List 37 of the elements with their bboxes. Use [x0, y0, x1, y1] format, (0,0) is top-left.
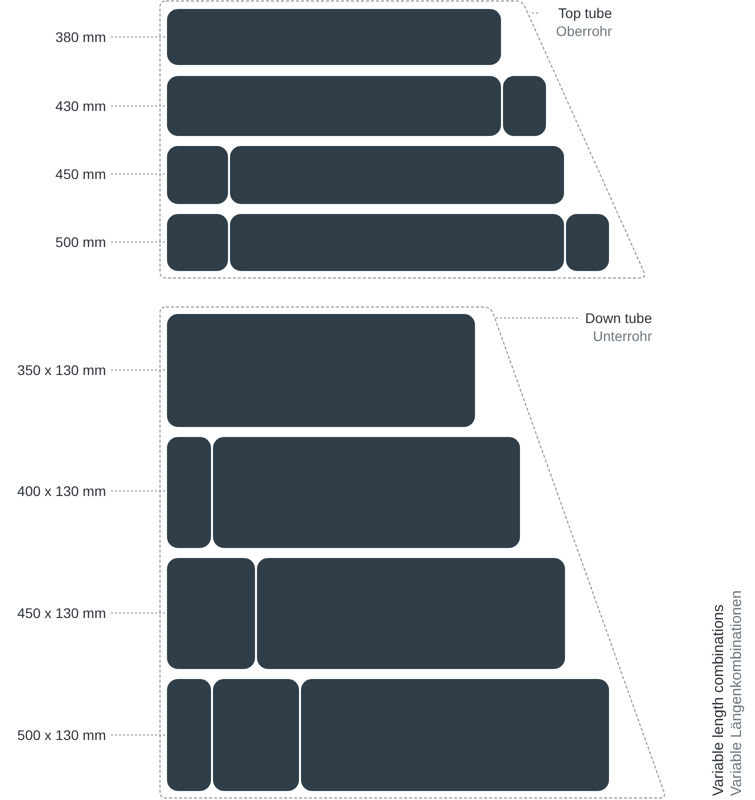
- dashed-group-outline: [160, 1, 646, 278]
- tube-segment: [300, 678, 610, 792]
- tube-segment: [166, 557, 256, 670]
- tube-segment: [166, 145, 229, 205]
- dashed-group-outline: [160, 307, 666, 798]
- tube-segment: [565, 213, 610, 272]
- tube-segment: [166, 75, 502, 137]
- tube-segment: [229, 213, 565, 272]
- tube-segment: [256, 557, 566, 670]
- leader-line: [110, 734, 166, 736]
- tube-segment: [212, 436, 521, 549]
- leader-line: [528, 12, 538, 14]
- tube-name-translation: Unterrohr: [592, 327, 652, 345]
- tube-segment: [166, 313, 476, 428]
- length-label: 350 x 130 mm: [0, 361, 106, 379]
- side-note: Variable Längenkombinationen: [728, 590, 746, 796]
- tube-name-translation: Oberrohr: [554, 22, 612, 40]
- leader-line: [110, 612, 166, 614]
- length-label: 450 x 130 mm: [0, 604, 106, 622]
- tube-segment: [166, 8, 502, 66]
- leader-line: [110, 490, 166, 492]
- leader-line: [110, 36, 166, 38]
- tube-name: Down tube: [584, 309, 652, 327]
- tube-name: Top tube: [557, 4, 612, 22]
- length-label: 500 mm: [0, 233, 106, 251]
- length-label: 400 x 130 mm: [0, 482, 106, 500]
- side-note: Variable length combinations: [710, 604, 728, 796]
- tube-segment: [166, 436, 212, 549]
- tube-segment: [212, 678, 300, 792]
- length-label: 500 x 130 mm: [0, 726, 106, 744]
- length-label: 380 mm: [0, 28, 106, 46]
- tube-segment: [229, 145, 565, 205]
- tube-segment: [502, 75, 547, 137]
- tube-segment: [166, 678, 212, 792]
- tube-segment: [166, 213, 229, 272]
- length-label: 430 mm: [0, 97, 106, 115]
- length-label: 450 mm: [0, 165, 106, 183]
